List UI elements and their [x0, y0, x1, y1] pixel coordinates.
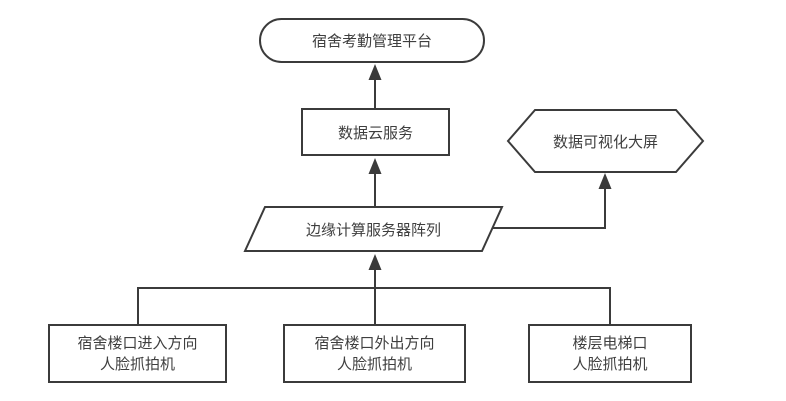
- node-camera-entry-direction-label: 宿舍楼口进入方向 人脸抓拍机: [77, 333, 197, 375]
- node-dorm-attendance-platform-label: 宿舍考勤管理平台: [311, 33, 432, 50]
- hexagon-big-screen-shape: [506, 109, 705, 173]
- camera-exit-label-line2: 人脸抓拍机: [336, 355, 412, 373]
- node-camera-exit-direction-label: 宿舍楼口外出方向 人脸抓拍机: [314, 333, 434, 375]
- parallelogram-edge-servers-shape: [243, 206, 504, 252]
- edge-servers-to-cloud: [368, 158, 382, 207]
- camera-entry-label-line1: 宿舍楼口进入方向: [77, 334, 198, 352]
- node-camera-exit-direction: 宿舍楼口外出方向 人脸抓拍机: [283, 324, 466, 383]
- camera-elevator-label-line2: 人脸抓拍机: [572, 355, 648, 373]
- node-data-cloud-service: 数据云服务: [301, 108, 450, 156]
- node-camera-elevator: 楼层电梯口 人脸抓拍机: [528, 324, 692, 383]
- node-data-cloud-service-label: 数据云服务: [337, 124, 413, 142]
- edge-cloud-to-platform: [368, 64, 382, 108]
- edge-cameras-bus: [137, 254, 611, 324]
- camera-elevator-label-line1: 楼层电梯口: [572, 334, 648, 352]
- camera-exit-label-line1: 宿舍楼口外出方向: [314, 334, 435, 352]
- camera-entry-label-line2: 人脸抓拍机: [99, 355, 175, 373]
- node-camera-entry-direction: 宿舍楼口进入方向 人脸抓拍机: [48, 324, 227, 383]
- node-dorm-attendance-platform: 宿舍考勤管理平台: [259, 18, 485, 63]
- node-camera-elevator-label: 楼层电梯口 人脸抓拍机: [572, 333, 647, 375]
- edge-servers-to-big-screen: [493, 173, 612, 229]
